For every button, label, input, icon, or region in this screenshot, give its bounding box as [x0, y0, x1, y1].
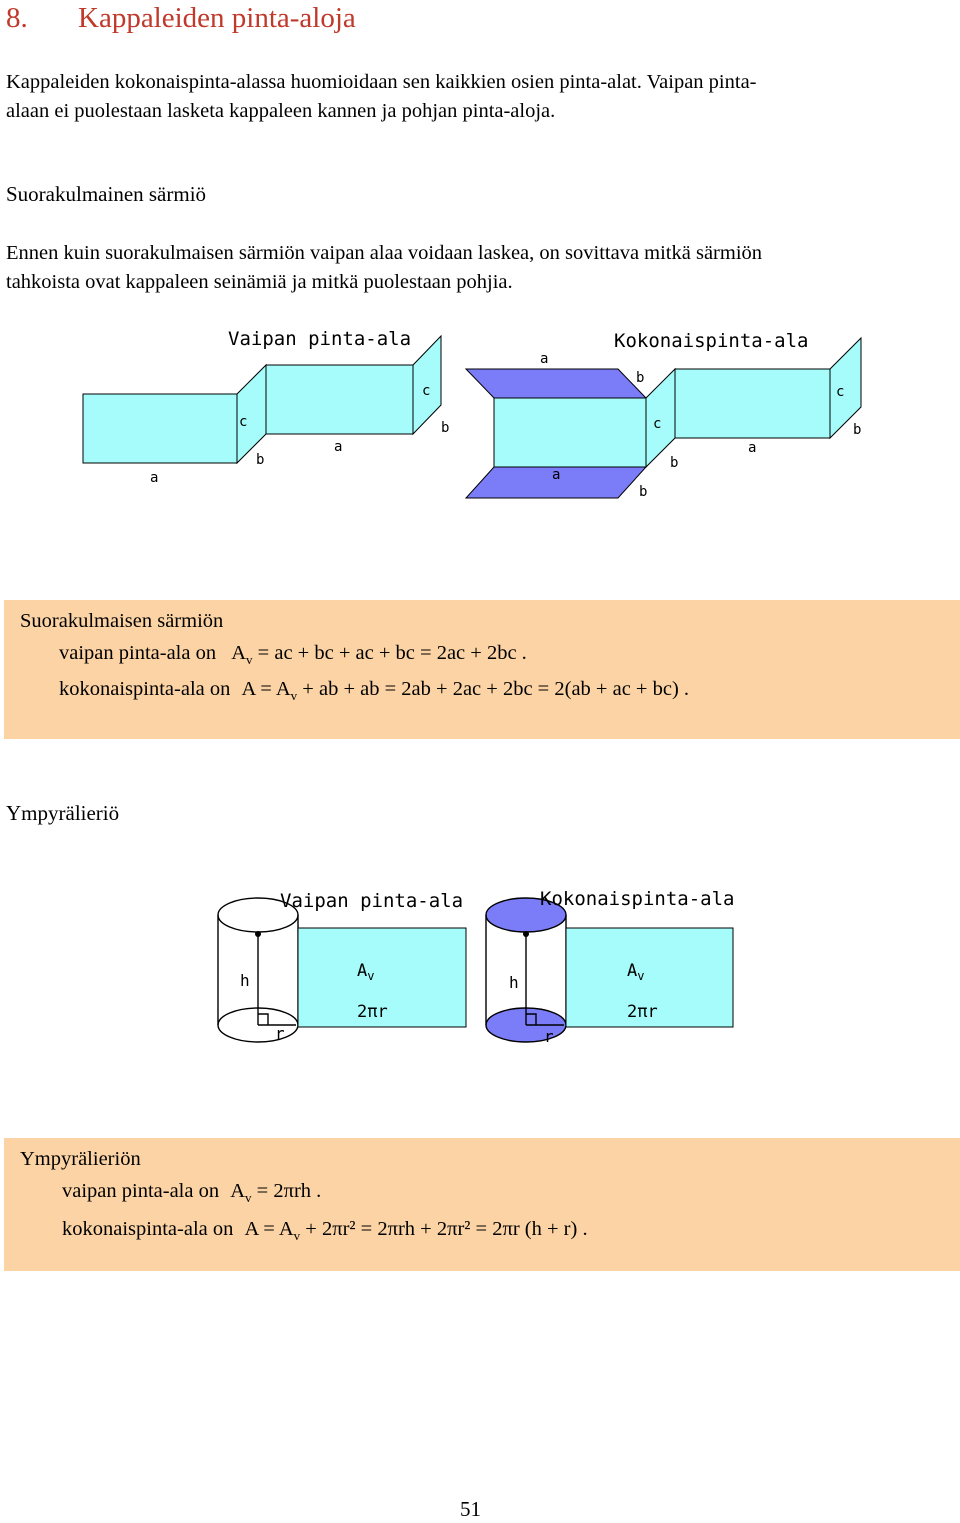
prism-formula-line-1: Suorakulmaisen särmiön — [20, 610, 224, 632]
prism-description: Ennen kuin suorakulmaisen särmiön vaipan… — [6, 239, 956, 297]
cylinder-total-label: kokonaispinta-ala on — [62, 1218, 234, 1240]
chapter-number: 8. — [6, 2, 28, 34]
prism-lateral-formula: Av = ac + bc + ac + bc = 2ac + 2bc . — [231, 642, 527, 668]
prism-right-label-b-bottom: b — [639, 484, 647, 500]
cylinder-formula-box: Ympyrälieriön vaipan pinta-ala on Av = 2… — [4, 1138, 960, 1271]
prism-right-label-c2: c — [836, 384, 844, 400]
prism-formula-line-3: kokonaispinta-ala on A = Av + ab + ab = … — [59, 678, 689, 704]
prism-right-face-c2 — [829, 336, 862, 440]
prism-net-svg: a c b a c b a b c b a b a c b Vaipan pin… — [82, 328, 862, 500]
cylinder-heading: Ympyrälieriö — [6, 801, 120, 825]
prism-right-title: Kokonaispinta-ala — [614, 330, 808, 352]
intro-line-2: alaan ei puolestaan lasketa kappaleen ka… — [6, 100, 556, 122]
page-number: 51 — [460, 1497, 481, 1521]
prism-left-label-b2: b — [441, 420, 449, 436]
prism-heading: Suorakulmainen särmiö — [6, 182, 207, 206]
prism-left-face-a1 — [82, 393, 238, 464]
cylinder-formula-line-1: Ympyrälieriön — [20, 1148, 141, 1170]
cyl-right-top-dot — [523, 931, 529, 937]
chapter-title: Kappaleiden pinta-aloja — [78, 2, 356, 34]
prism-right-bottom-base — [464, 466, 648, 499]
prism-left-label-c1: c — [239, 414, 247, 430]
prism-right-face-a1 — [493, 397, 647, 468]
prism-right-top-base — [464, 368, 648, 399]
cyl-right-right-angle — [526, 1013, 537, 1025]
prism-left-label-a1: a — [150, 470, 158, 486]
cyl-left-width-label: 2πr — [357, 1002, 388, 1022]
prism-left-title: Vaipan pinta-ala — [228, 328, 411, 350]
cyl-right-width-label: 2πr — [627, 1002, 658, 1022]
intro-paragraph: Kappaleiden kokonaispinta-alassa huomioi… — [6, 68, 956, 126]
cyl-right-lateral-rect — [565, 927, 734, 1028]
prism-left-face-a2 — [265, 364, 414, 435]
cylinder-formula-line-3: kokonaispinta-ala on A = Av + 2πr² = 2πr… — [62, 1218, 588, 1244]
prism-right-label-a2: a — [748, 440, 756, 456]
prism-right-label-c1: c — [653, 416, 661, 432]
prism-lateral-label: vaipan pinta-ala on — [59, 642, 217, 664]
prism-desc-line-1: Ennen kuin suorakulmaisen särmiön vaipan… — [6, 242, 763, 264]
cyl-left-r-label: r — [275, 1024, 285, 1043]
prism-total-formula: A = Av + ab + ab = 2ab + 2ac + 2bc = 2(a… — [241, 678, 690, 704]
cylinder-lateral-label: vaipan pinta-ala on — [62, 1180, 220, 1202]
prism-right-face-a2 — [674, 368, 831, 439]
cyl-right-area-label: Av — [627, 961, 644, 983]
cylinder-formula-line-2: vaipan pinta-ala on Av = 2πrh . — [62, 1180, 321, 1206]
cyl-left-title: Vaipan pinta-ala — [280, 890, 463, 912]
cyl-left-right-angle — [258, 1013, 269, 1025]
prism-right-label-b1: b — [670, 455, 678, 471]
prism-right-label-a-mid: a — [552, 467, 560, 483]
chapter-heading: 8. Kappaleiden pinta-aloja — [6, 2, 356, 35]
prism-formula-box: Suorakulmaisen särmiön vaipan pinta-ala … — [4, 600, 960, 739]
cylinder-figure: h r h r Av 2πr Av 2πr Vaipan pinta-ala K… — [0, 880, 960, 1055]
cylinder-lateral-formula: Av = 2πrh . — [230, 1180, 322, 1206]
cyl-right-r-label: r — [544, 1027, 554, 1046]
prism-desc-line-2: tahkoista ovat kappaleen seinämiä ja mit… — [6, 271, 513, 293]
cyl-left-area-label: Av — [357, 961, 374, 983]
prism-left-face-c2 — [412, 334, 442, 436]
prism-formula-line-2: vaipan pinta-ala on Av = ac + bc + ac + … — [59, 642, 527, 668]
cylinder-total-formula: A = Av + 2πr² = 2πrh + 2πr² = 2πr (h + r… — [244, 1218, 588, 1244]
cyl-left-top-dot — [255, 931, 261, 937]
cyl-left-h-label: h — [240, 971, 250, 990]
prism-right-label-b-top: b — [636, 370, 644, 386]
prism-total-label: kokonaispinta-ala on — [59, 678, 231, 700]
intro-line-1: Kappaleiden kokonaispinta-alassa huomioi… — [6, 71, 757, 93]
cylinder-svg: h r h r Av 2πr Av 2πr Vaipan pinta-ala K… — [217, 888, 734, 1046]
prism-left-label-b1: b — [256, 452, 264, 468]
prism-left-label-a2: a — [334, 439, 342, 455]
prism-right-label-a-top: a — [540, 351, 548, 367]
cyl-left-lateral-rect — [297, 927, 467, 1028]
prism-right-label-b2: b — [853, 422, 861, 438]
cyl-right-title: Kokonaispinta-ala — [540, 888, 734, 910]
cyl-right-h-label: h — [509, 973, 519, 992]
prism-left-label-c2: c — [422, 383, 430, 399]
prism-figure: a c b a c b a b c b a b a c b Vaipan pin… — [0, 318, 960, 513]
